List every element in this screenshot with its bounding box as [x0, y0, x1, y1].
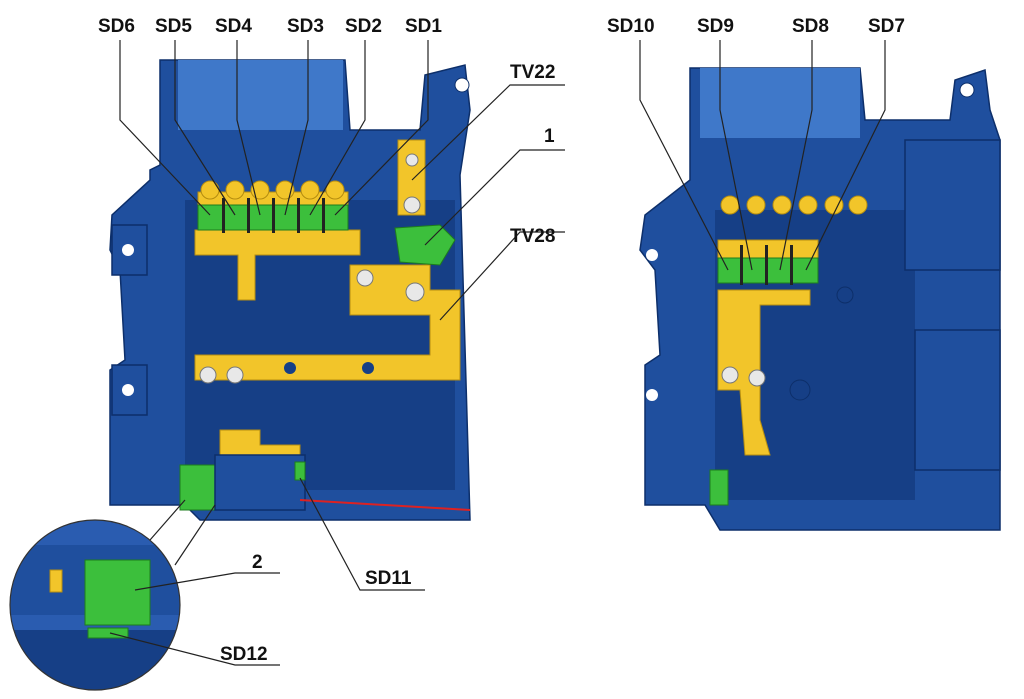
- label-sd6: SD6: [98, 16, 135, 37]
- inset-fuse-2: [84, 559, 151, 626]
- label-sd5: SD5: [155, 16, 192, 37]
- label-sd4: SD4: [215, 16, 252, 37]
- label-tv28: TV28: [510, 226, 555, 247]
- label-sd10: SD10: [607, 16, 655, 37]
- busbar-tv28: [194, 229, 361, 301]
- fuse-row-right-top: [720, 195, 868, 215]
- inset-fuse-sd12: [87, 627, 129, 639]
- label-item-2: 2: [252, 552, 263, 573]
- label-sd11: SD11: [365, 568, 412, 589]
- labels: SD6 SD5 SD4 SD3 SD2 SD1 TV22 1 TV28 SD11…: [98, 16, 905, 665]
- fuse-row-right: [717, 239, 819, 285]
- leader-lines: [109, 40, 886, 666]
- label-sd2: SD2: [345, 16, 382, 37]
- label-sd9: SD9: [697, 16, 734, 37]
- label-sd1: SD1: [405, 16, 442, 37]
- fuse-sd11: [294, 461, 306, 481]
- label-tv22: TV22: [510, 62, 555, 83]
- label-sd3: SD3: [287, 16, 324, 37]
- left-fuse-box: [109, 59, 471, 521]
- right-fuse-box: [639, 67, 1001, 531]
- inset-detail: [9, 499, 216, 691]
- fuse-sd12: [179, 464, 216, 511]
- label-item-1: 1: [544, 126, 555, 147]
- fuse-row-left: [197, 180, 349, 233]
- label-sd7: SD7: [868, 16, 905, 37]
- label-sd12: SD12: [220, 644, 268, 665]
- label-sd8: SD8: [792, 16, 829, 37]
